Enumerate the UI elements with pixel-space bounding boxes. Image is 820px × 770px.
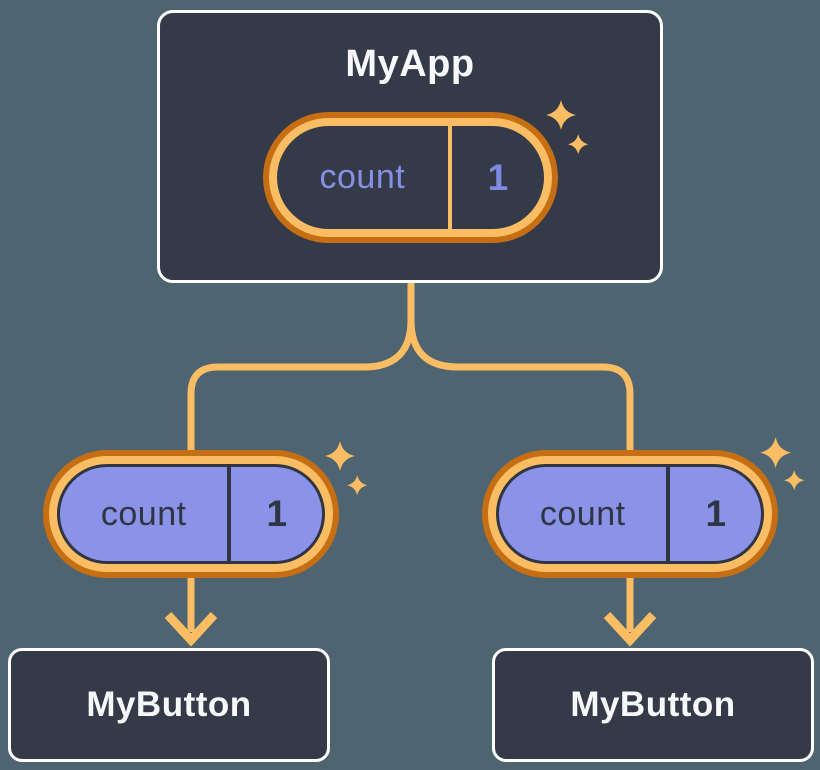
state-name-label: count (319, 158, 406, 196)
component-node-mybutton-right: MyButton (492, 648, 814, 762)
state-pill-button-left: count 1 (43, 450, 339, 578)
state-pill-ring: count 1 (488, 456, 772, 572)
state-pill-body: count 1 (57, 464, 325, 564)
arrow-down-icon (603, 611, 657, 647)
state-value-label: 1 (487, 156, 509, 198)
state-pill-myapp: count 1 (263, 112, 558, 243)
state-pill-ring: count 1 (269, 118, 552, 237)
state-pill-ring: count 1 (49, 456, 333, 572)
sparkle-icon (760, 437, 805, 491)
state-name-label: count (100, 494, 187, 533)
state-pill-body: count 1 (496, 464, 764, 564)
component-node-mybutton-left: MyButton (8, 648, 330, 762)
arrow-down-icon (164, 611, 218, 647)
component-title: MyButton (86, 685, 252, 724)
sparkle-icon (546, 100, 589, 155)
state-pill-body: count 1 (277, 126, 544, 229)
connector-right-branch (407, 283, 634, 632)
connector-left-branch (187, 283, 415, 632)
state-value-label: 1 (705, 493, 727, 534)
sparkle-icon (325, 441, 368, 496)
component-title: MyApp (345, 43, 475, 85)
state-pill-button-right: count 1 (482, 450, 778, 578)
component-title: MyButton (570, 685, 736, 724)
state-value-label: 1 (266, 493, 288, 534)
state-name-label: count (539, 494, 626, 533)
